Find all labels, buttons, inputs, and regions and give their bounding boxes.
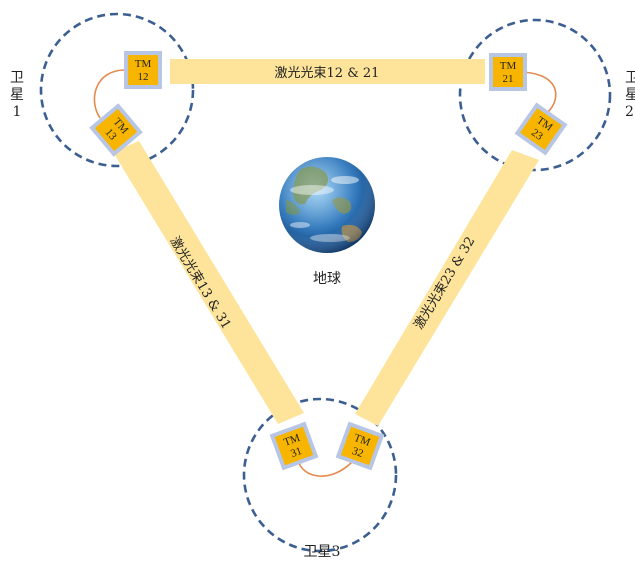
satellite-3-circle bbox=[242, 397, 398, 553]
test-mass-13: TM 13 bbox=[89, 103, 143, 157]
earth-image bbox=[279, 157, 375, 253]
satellite-2-circle bbox=[458, 18, 612, 172]
svg-text:TM: TM bbox=[135, 58, 152, 70]
tether-sat3 bbox=[297, 459, 353, 477]
laser-beam-12-21 bbox=[170, 59, 485, 84]
svg-text:32: 32 bbox=[350, 445, 364, 460]
svg-text:TM: TM bbox=[352, 432, 372, 449]
test-mass-32: TM 32 bbox=[335, 421, 385, 471]
satellite-1-circle bbox=[39, 12, 195, 168]
svg-text:星: 星 bbox=[10, 87, 24, 103]
laser-beam-13-31 bbox=[113, 141, 304, 424]
laser-beam-23-32 bbox=[355, 150, 539, 426]
test-mass-31: TM 31 bbox=[269, 421, 319, 471]
svg-text:卫: 卫 bbox=[10, 70, 24, 86]
svg-text:12: 12 bbox=[138, 71, 149, 83]
test-mass-23: TM 23 bbox=[514, 102, 568, 156]
svg-text:21: 21 bbox=[503, 73, 514, 85]
svg-text:星: 星 bbox=[625, 87, 635, 103]
svg-text:2: 2 bbox=[625, 104, 634, 120]
satellite-1-label: 卫 星 1 bbox=[10, 70, 24, 120]
satellite-3-label: 卫星3 bbox=[304, 544, 341, 560]
svg-text:1: 1 bbox=[13, 104, 22, 120]
test-mass-21: TM 21 bbox=[489, 53, 527, 91]
tether-sat2 bbox=[517, 71, 557, 113]
beam-label-23-32: 激光光束23 & 32 bbox=[412, 234, 479, 332]
tether-sat1 bbox=[93, 69, 126, 119]
svg-text:卫: 卫 bbox=[625, 70, 635, 86]
svg-text:TM: TM bbox=[282, 432, 302, 449]
svg-text:31: 31 bbox=[289, 445, 303, 460]
svg-text:TM: TM bbox=[500, 60, 517, 72]
satellite-2-label: 卫 星 2 bbox=[625, 70, 635, 120]
test-mass-12: TM 12 bbox=[124, 51, 162, 89]
earth-label: 地球 bbox=[313, 271, 341, 287]
beam-label-12-21: 激光光束12 & 21 bbox=[275, 66, 380, 81]
